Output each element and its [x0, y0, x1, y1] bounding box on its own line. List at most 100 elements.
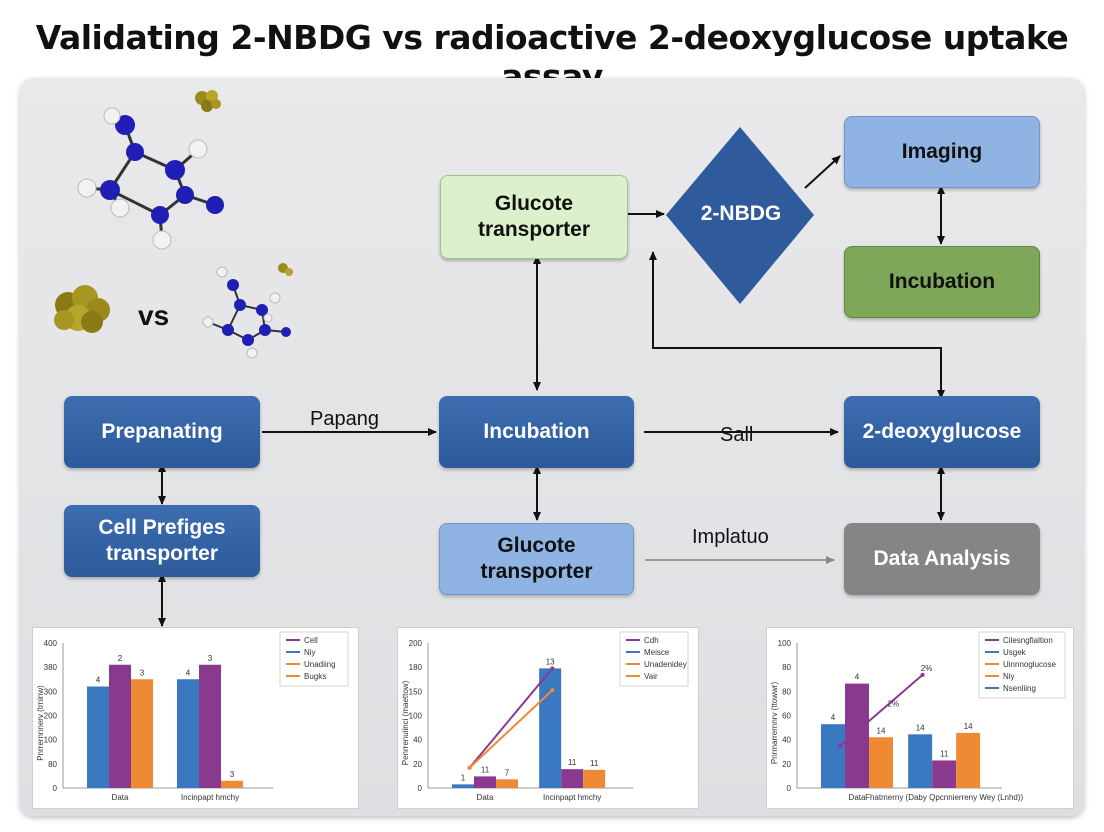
y-tick-label: 100 [778, 639, 792, 648]
y-tick-label: 40 [782, 736, 791, 745]
node-cell-prefiges: Cell Prefiges transporter [64, 505, 260, 577]
bar [845, 683, 869, 788]
legend-label: Vair [644, 672, 658, 681]
line-point [920, 672, 925, 677]
node-2-deoxyglucose: 2-deoxyglucose [844, 396, 1040, 468]
y-tick-label: 100 [409, 712, 423, 721]
y-tick-label: 40 [413, 736, 422, 745]
y-tick-label: 80 [782, 687, 791, 696]
bar-data-label: 11 [590, 759, 599, 768]
bar-data-label: 3 [140, 668, 145, 677]
bar [221, 780, 243, 788]
arrow-nbdg-to-imaging [804, 155, 841, 189]
y-tick-label: 0 [418, 784, 423, 793]
legend-label: Cilesngfialtion [1003, 636, 1053, 645]
arrow-loop-to-nbdg [649, 251, 945, 399]
bar-data-label: 7 [505, 768, 510, 777]
node-2-nbdg: 2-NBDG [700, 202, 782, 225]
series-line [839, 674, 924, 747]
vs-label: vs [138, 300, 170, 331]
bar-data-label: 13 [546, 657, 555, 666]
y-tick-label: 20 [782, 760, 791, 769]
y-tick-label: 60 [782, 712, 791, 721]
bar [539, 668, 562, 788]
bar [496, 779, 518, 788]
bar [87, 686, 109, 788]
gold-cluster-large-icon [54, 285, 110, 333]
page-title: Validating 2-NBDG vs radioactive 2-deoxy… [35, 18, 1069, 96]
nbdg-diamond [666, 127, 814, 304]
node-glucote-transporter-bottom: Glucote transporter [439, 523, 634, 595]
bar [956, 732, 981, 788]
bar-data-label: 11 [481, 765, 490, 774]
node-incubation-top: Incubation [844, 246, 1040, 318]
line-point [838, 743, 843, 748]
edge-label-papang: Papang [310, 408, 379, 430]
series-line [468, 689, 554, 769]
node-imaging: Imaging [844, 116, 1040, 188]
x-tick-label: Data [112, 793, 129, 802]
line-data-label: 2% [888, 699, 900, 708]
legend-label: Uinnnoglucose [1003, 660, 1056, 669]
bar [821, 724, 845, 788]
y-axis-label: Pnrrernnnerv (trninw) [36, 685, 45, 761]
line-point [550, 666, 555, 671]
node-glucote-transporter-top: Glucote transporter [440, 175, 628, 259]
bar [199, 664, 221, 788]
legend-label: Cell [304, 636, 318, 645]
edge-label-sall: Sall [720, 424, 754, 446]
y-tick-label: 200 [44, 712, 58, 721]
bar [561, 769, 584, 788]
y-tick-label: 400 [44, 639, 58, 648]
edge-label-implatuo: Implatuo [692, 526, 769, 548]
y-axis-label: Pnrmarrernnrv (ttowwr) [770, 682, 779, 765]
y-tick-label: 0 [787, 784, 792, 793]
legend-label: Bugks [304, 672, 326, 681]
x-tick-label: Data [849, 793, 866, 802]
y-tick-label: 180 [409, 663, 423, 672]
legend-label: Meisce [644, 648, 670, 657]
y-tick-label: 100 [44, 736, 58, 745]
bar-data-label: 4 [186, 668, 191, 677]
node-incubation-mid: Incubation [439, 396, 634, 468]
bar [452, 784, 474, 788]
bar [131, 679, 153, 788]
bar [474, 776, 496, 788]
line-data-label: 2% [921, 664, 933, 673]
bar-data-label: 4 [831, 713, 836, 722]
y-axis-label: Penrrenuiinci (maettow) [401, 680, 410, 765]
y-tick-label: 80 [782, 663, 791, 672]
bar-data-label: 11 [940, 749, 949, 758]
y-tick-label: 380 [44, 663, 58, 672]
bar [869, 737, 893, 788]
molecule-icon [86, 116, 216, 241]
bar [908, 734, 933, 788]
bar [583, 769, 606, 788]
legend-label: Unadenidey [644, 660, 687, 669]
bar-data-label: 3 [208, 654, 213, 663]
y-tick-label: 300 [44, 687, 58, 696]
y-tick-label: 0 [53, 784, 58, 793]
bar [177, 679, 199, 788]
legend-label: Niy [304, 648, 316, 657]
line-point [467, 765, 472, 770]
bar-data-label: 4 [96, 676, 101, 685]
y-tick-label: 80 [48, 760, 57, 769]
bar-data-label: 1 [461, 773, 466, 782]
legend-label: Cdh [644, 636, 659, 645]
x-tick-label: Data [477, 793, 494, 802]
legend-label: Unadiing [304, 660, 336, 669]
y-tick-label: 200 [409, 639, 423, 648]
bar-data-label: 2 [118, 654, 123, 663]
bar-data-label: 4 [855, 673, 860, 682]
molecule-small-atoms [202, 266, 291, 359]
